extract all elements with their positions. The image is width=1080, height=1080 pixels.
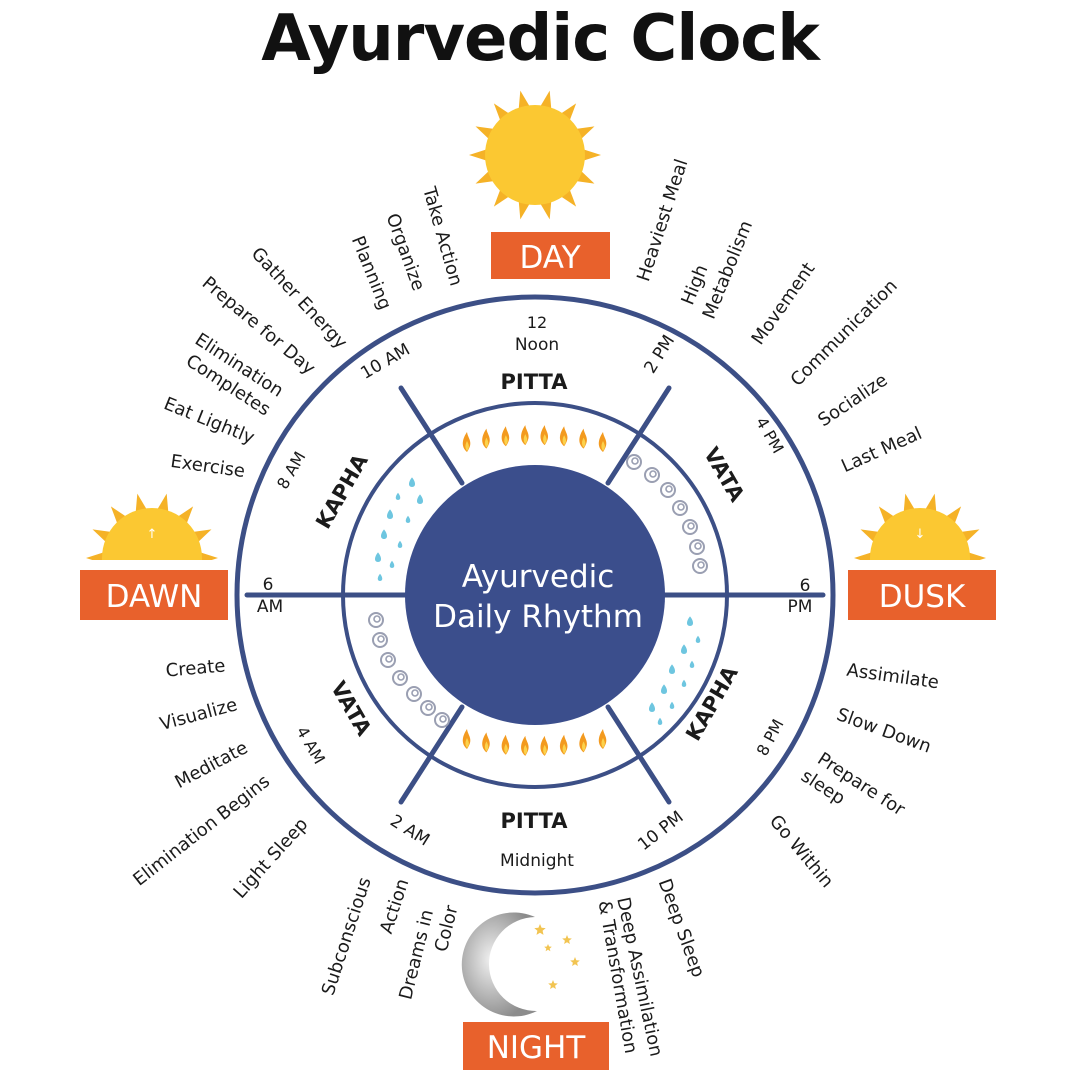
activity-movement: Movement bbox=[748, 259, 820, 349]
activity-dreams-in: Dreams in bbox=[395, 907, 438, 1001]
time-label-midnight: Midnight bbox=[500, 851, 574, 871]
dosha-pitta-bottom: PITTA bbox=[501, 809, 569, 833]
fire-icon bbox=[462, 729, 607, 756]
activity-light-sleep: Light Sleep bbox=[229, 814, 312, 903]
svg-text:DUSK: DUSK bbox=[879, 579, 966, 615]
activity-exercise: Exercise bbox=[169, 451, 246, 482]
fire-icon bbox=[462, 425, 607, 452]
center-title-line2: Daily Rhythm bbox=[433, 599, 643, 635]
time-label-6pm-num: 6 bbox=[800, 576, 811, 596]
sun-icon bbox=[469, 90, 601, 220]
activity-planning: Planning bbox=[347, 233, 396, 313]
sunset-icon bbox=[854, 493, 986, 560]
water-icon bbox=[649, 616, 701, 725]
clock-dividers bbox=[244, 385, 826, 805]
dosha-pitta-top: PITTA bbox=[501, 370, 569, 394]
air-icon bbox=[626, 454, 708, 574]
period-label-night: NIGHT bbox=[463, 1022, 609, 1070]
svg-text:NIGHT: NIGHT bbox=[487, 1030, 587, 1066]
time-label-6am-num: 6 bbox=[263, 575, 274, 595]
activity-socialize: Socialize bbox=[814, 370, 891, 432]
water-icon bbox=[375, 477, 423, 581]
time-label-12: 12 bbox=[527, 313, 547, 332]
moon-icon bbox=[461, 912, 537, 1017]
time-label-6am-unit: AM bbox=[257, 597, 283, 617]
sunrise-icon bbox=[86, 493, 218, 560]
activity-deep-sleep: Deep Sleep bbox=[654, 876, 709, 980]
activity-last-meal: Last Meal bbox=[838, 423, 925, 477]
activity-go-within: Go Within bbox=[765, 811, 838, 892]
star-icon bbox=[534, 924, 580, 989]
center-title-line1: Ayurvedic bbox=[462, 559, 615, 595]
svg-text:DAWN: DAWN bbox=[106, 579, 203, 615]
activity-slow-down: Slow Down bbox=[834, 704, 934, 758]
svg-text:DAY: DAY bbox=[519, 240, 580, 276]
activity-color: Color bbox=[431, 903, 463, 954]
activity-take-action: Take Action bbox=[418, 184, 467, 289]
center-circle bbox=[405, 465, 665, 725]
activity-visualize: Visualize bbox=[158, 694, 240, 735]
period-label-day: DAY bbox=[491, 232, 610, 279]
activity-meditate: Meditate bbox=[171, 737, 251, 793]
time-label-noon: Noon bbox=[515, 335, 559, 355]
sunset-arrow-icon: ↓ bbox=[915, 527, 926, 542]
time-label-6pm-unit: PM bbox=[788, 597, 813, 617]
period-label-dusk: DUSK bbox=[848, 570, 996, 620]
activity-assimilate: Assimilate bbox=[845, 660, 940, 694]
air-icon bbox=[368, 612, 450, 728]
activity-subconscious: Subconscious bbox=[318, 875, 376, 998]
period-label-dawn: DAWN bbox=[80, 570, 228, 620]
activity-create: Create bbox=[165, 655, 226, 681]
page-title: Ayurvedic Clock bbox=[261, 2, 820, 76]
activity-heaviest-meal: Heaviest Meal bbox=[633, 157, 692, 284]
activity-organize: Organize bbox=[382, 211, 429, 294]
sunrise-arrow-icon: ↑ bbox=[147, 527, 158, 542]
activity-action: Action bbox=[376, 876, 413, 936]
